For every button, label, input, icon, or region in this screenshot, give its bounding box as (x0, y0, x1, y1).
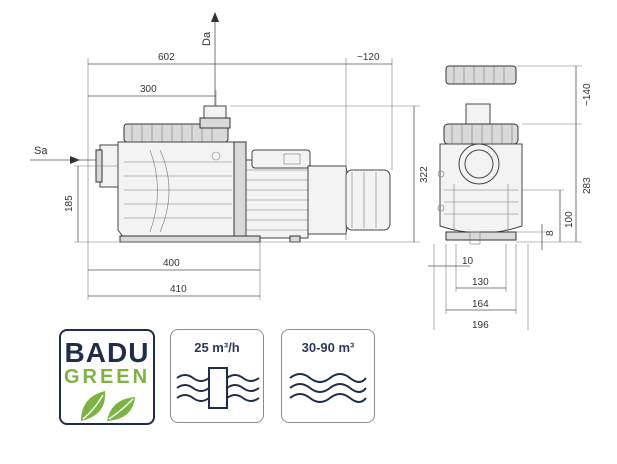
dim-suction-to-outlet: 300 (140, 84, 157, 95)
dim-top-cap: ~140 (582, 83, 593, 106)
logo-brand-text: BADU (64, 337, 150, 368)
flow-rate-label: 25 m³/h (194, 340, 240, 355)
side-dimensions (30, 12, 420, 300)
flow-rate-icon (176, 367, 260, 409)
front-dimensions (428, 65, 582, 330)
logo-sub-text: GREEN (63, 366, 151, 388)
dim-overall-length: 602 (158, 52, 175, 63)
badu-green-logo: BADU GREEN (59, 329, 155, 425)
label-discharge: Da (201, 31, 213, 46)
flow-rate-badge: 25 m³/h (170, 329, 264, 423)
dim-suction-height: 185 (64, 195, 75, 212)
dim-mount-width: 130 (472, 277, 489, 288)
dim-foot-length: 410 (170, 284, 187, 295)
dim-total-height-front: 283 (582, 177, 593, 194)
dim-motor-cap: ~120 (357, 52, 380, 63)
water-waves-icon (289, 373, 367, 403)
label-suction: Sa (34, 145, 48, 157)
dim-overall-width: 196 (472, 320, 489, 330)
pool-volume-label: 30-90 m³ (301, 340, 355, 355)
dim-total-height-side: 322 (419, 166, 430, 183)
dim-base-height: 100 (564, 211, 575, 228)
pump-front-view (437, 65, 523, 245)
dim-foot-slot: 10 (462, 256, 474, 267)
dim-foot-thickness: 8 (545, 230, 556, 236)
technical-drawing: 602 ~120 300 322 185 400 410 Da Sa (30, 12, 593, 330)
leaf-icon (81, 391, 135, 421)
dim-base-length: 400 (163, 258, 180, 269)
pool-volume-badge: 30-90 m³ (281, 329, 375, 423)
pump-side-view (95, 105, 391, 243)
dim-foot-width: 164 (472, 299, 489, 310)
